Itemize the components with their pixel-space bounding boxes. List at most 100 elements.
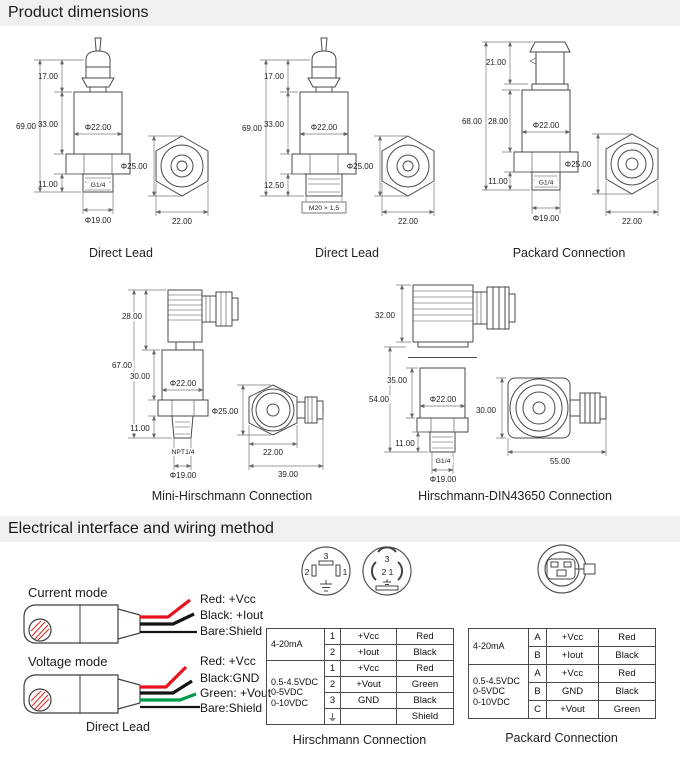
dim-hex-w: 22.00 bbox=[172, 217, 193, 226]
signal-cell bbox=[340, 708, 397, 725]
dim-body-dia: Φ22.00 bbox=[170, 379, 197, 388]
pin-label-1: 1 bbox=[343, 567, 348, 577]
pin-label-3: 3 bbox=[324, 551, 329, 561]
color-cell: Black bbox=[598, 682, 656, 701]
signal-cell: +Vcc bbox=[340, 628, 397, 645]
dim-top: 21.00 bbox=[486, 58, 507, 67]
dim-side-w: 55.00 bbox=[550, 457, 571, 466]
caption-hirschmann-connection: Hirschmann Connection bbox=[292, 733, 427, 747]
color-cell: Red bbox=[396, 660, 454, 677]
signal-cell: +Vcc bbox=[546, 628, 599, 647]
dim-body: 35.00 bbox=[387, 376, 408, 385]
dim-body: 28.00 bbox=[488, 117, 509, 126]
hirschmann-connector-face: 3 2 1 bbox=[301, 546, 351, 596]
packard-wiring-table: 4-20mA A +Vcc Red B +Iout Black 0.5-4.5V… bbox=[468, 628, 656, 719]
pin-cell: 3 bbox=[324, 692, 341, 709]
dim-hex-w: 22.00 bbox=[622, 217, 643, 226]
signal-cell: +Iout bbox=[340, 644, 397, 661]
dim-hex-w: 22.00 bbox=[398, 217, 419, 226]
mode-cell: 0.5-4.5VDC 0-5VDC 0-10VDC bbox=[468, 664, 529, 719]
dim-body-dia: Φ22.00 bbox=[85, 123, 112, 132]
color-cell: Black bbox=[396, 644, 454, 661]
caption-packard-connection: Packard Connection bbox=[505, 731, 618, 745]
drawing-mini-hirschmann: 28.00 67.00 30.00 Φ22.00 11.00 NPT1/4 Φ1… bbox=[110, 289, 324, 480]
drawing-hirschmann-din43650: 32.00 35.00 54.00 Φ22.00 11.00 G1/4 Φ19.… bbox=[368, 284, 607, 484]
transducer-front-view bbox=[157, 289, 239, 439]
dim-thread: G1/4 bbox=[436, 458, 451, 465]
color-cell: Green bbox=[396, 676, 454, 693]
dim-overall: 69.00 bbox=[16, 122, 37, 131]
ground-symbol-icon bbox=[383, 579, 391, 585]
dimension-lines bbox=[34, 59, 209, 216]
pin-cell: 2 bbox=[324, 676, 341, 693]
current-wire-label-red: Red: +Vcc bbox=[200, 592, 256, 606]
dim-thread: NPT1/4 bbox=[171, 449, 194, 456]
drawing-direct-lead-m20: 17.00 33.00 69.00 Φ22.00 12.50 M20 × 1.5… bbox=[242, 37, 435, 226]
dim-body: 30.00 bbox=[130, 372, 151, 381]
drawing-direct-lead-g14: 17.00 33.00 69.00 Φ22.00 11.00 G1/4 Φ19.… bbox=[16, 37, 209, 226]
dim-port: 12.50 bbox=[264, 181, 285, 190]
mode-cell: 0.5-4.5VDC 0-5VDC 0-10VDC bbox=[266, 660, 325, 725]
dim-thread: G1/4 bbox=[91, 182, 106, 189]
dim-top: 17.00 bbox=[38, 72, 59, 81]
dim-body: 33.00 bbox=[264, 120, 285, 129]
current-wire-label-bare: Bare:Shield bbox=[200, 624, 262, 638]
dim-body-dia: Φ22.00 bbox=[311, 123, 338, 132]
dim-overall: 68.00 bbox=[462, 117, 483, 126]
transducer-front-view bbox=[291, 37, 357, 197]
dimension-labels: 21.00 28.00 68.00 Φ22.00 11.00 G1/4 Φ19.… bbox=[462, 58, 643, 226]
dim-overall: 54.00 bbox=[369, 395, 390, 404]
section-title-wiring: Electrical interface and wiring method bbox=[0, 516, 680, 542]
mode-cell: 4-20mA bbox=[468, 628, 529, 665]
dim-port-dia: Φ19.00 bbox=[170, 471, 197, 480]
signal-cell: +Vout bbox=[546, 700, 599, 719]
pin-cell: B bbox=[528, 682, 547, 701]
color-cell: Black bbox=[598, 646, 656, 665]
color-cell: Red bbox=[396, 628, 454, 645]
transducer-front-view bbox=[408, 284, 516, 453]
mini-hirschmann-connector-face: 3 2 1 bbox=[362, 546, 412, 596]
pin-cell: C bbox=[528, 700, 547, 719]
dim-hex-dia: Φ25.00 bbox=[565, 160, 592, 169]
voltage-wire-label-red: Red: +Vcc bbox=[200, 654, 256, 668]
mode-cell: 4-20mA bbox=[266, 628, 325, 661]
color-cell: Green bbox=[598, 700, 656, 719]
pin-cell: B bbox=[528, 646, 547, 665]
signal-cell: +Vout bbox=[340, 676, 397, 693]
section-title-dimensions: Product dimensions bbox=[0, 0, 680, 26]
connector-pinouts: 3 2 1 3 2 1 bbox=[301, 544, 596, 596]
dim-top: 32.00 bbox=[375, 311, 396, 320]
pin-cell: A bbox=[528, 628, 547, 647]
dim-port-dia: Φ19.00 bbox=[85, 216, 112, 225]
caption-direct-lead-1: Direct Lead bbox=[89, 246, 153, 260]
voltage-wire-label-green: Green: +Vout bbox=[200, 686, 272, 700]
black-wire bbox=[140, 612, 195, 626]
signal-cell: GND bbox=[546, 682, 599, 701]
dimension-lines bbox=[482, 41, 659, 216]
dim-side-h: 30.00 bbox=[476, 406, 497, 415]
caption-hirschmann-din43650: Hirschmann-DIN43650 Connection bbox=[418, 489, 612, 503]
dim-port-dia: Φ19.00 bbox=[430, 475, 457, 484]
black-wire bbox=[140, 679, 193, 695]
dim-overall: 67.00 bbox=[112, 361, 133, 370]
pin-label-3: 3 bbox=[385, 554, 390, 564]
drawing-packard: 21.00 28.00 68.00 Φ22.00 11.00 G1/4 Φ19.… bbox=[462, 41, 659, 226]
caption-mini-hirschmann: Mini-Hirschmann Connection bbox=[151, 489, 313, 503]
hex-side-view bbox=[381, 135, 435, 197]
dim-port: 11.00 bbox=[395, 439, 415, 448]
dim-hex-w: 22.00 bbox=[263, 448, 284, 457]
pin-cell: 1 bbox=[324, 628, 341, 645]
dimension-lines bbox=[260, 59, 435, 216]
dim-thread: G1/4 bbox=[539, 180, 554, 187]
red-wire bbox=[140, 598, 191, 619]
hirschmann-wiring-table: 4-20mA 1 +Vcc Red 2 +Iout Black 0.5-4.5V… bbox=[266, 628, 454, 725]
ground-symbol-icon bbox=[320, 580, 332, 592]
pin-cell: 1 bbox=[324, 660, 341, 677]
caption-direct-lead-wiring: Direct Lead bbox=[86, 720, 150, 734]
voltage-wire-label-bare: Bare:Shield bbox=[200, 701, 262, 715]
dimension-labels: 32.00 35.00 54.00 Φ22.00 11.00 G1/4 Φ19.… bbox=[368, 311, 571, 484]
pin-cell: A bbox=[528, 664, 547, 683]
current-mode-label: Current mode bbox=[28, 585, 107, 600]
pin-label-2: 2 bbox=[305, 567, 310, 577]
